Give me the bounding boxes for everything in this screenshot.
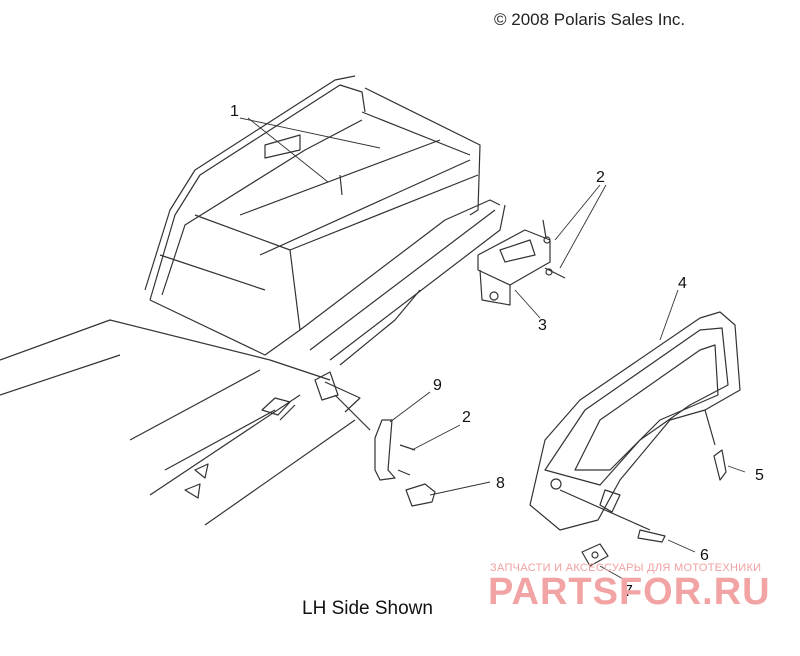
- callout-8: 8: [496, 475, 505, 492]
- latch-details: [184, 371, 339, 499]
- floor-panel: [0, 319, 361, 526]
- view-caption: LH Side Shown: [302, 598, 433, 619]
- callout-7: 7: [624, 583, 633, 600]
- callout-5: 5: [755, 467, 764, 484]
- callout-labels: 1 2 3 4 2 5 9 8 6 7: [230, 103, 764, 600]
- part-5-push-rivet: [704, 409, 727, 481]
- leader-lines: [239, 117, 746, 581]
- part-2-bolts-lower: [397, 444, 416, 476]
- watermark-tagline: ЗАПЧАСТИ И АКСЕССУАРЫ ДЛЯ МОТОТЕХНИКИ: [490, 562, 762, 574]
- callout-9: 9: [433, 377, 442, 394]
- callout-3: 3: [538, 317, 547, 334]
- part-8-bumper: [405, 483, 436, 507]
- copyright-notice: © 2008 Polaris Sales Inc.: [494, 10, 686, 29]
- part-9-bracket: [334, 394, 396, 481]
- callout-4: 4: [678, 275, 687, 292]
- callout-2-upper: 2: [596, 169, 605, 186]
- part-6-bolt: [559, 489, 666, 543]
- callout-2-lower: 2: [462, 409, 471, 426]
- part-7-grommet: [581, 543, 609, 567]
- rear-compartment: [144, 75, 506, 366]
- watermark-brand: PARTSFOR.RU: [488, 571, 771, 613]
- part-2-bolts-upper: [542, 219, 566, 279]
- part-4-side-panel: [529, 311, 741, 531]
- callout-6: 6: [700, 547, 709, 564]
- part-3-bracket: [477, 229, 551, 306]
- callout-1: 1: [230, 103, 239, 120]
